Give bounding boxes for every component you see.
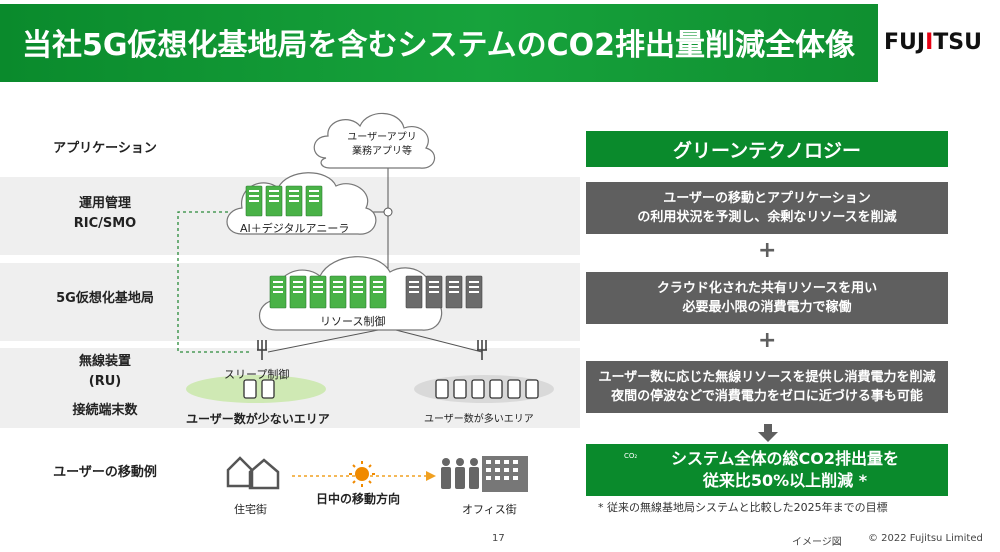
office-label: オフィス街 — [462, 503, 517, 516]
arrow-down-icon — [758, 424, 778, 442]
co2-icon-label: CO₂ — [624, 452, 638, 460]
office-workers-icon — [441, 458, 479, 489]
page-number: 17 — [492, 533, 505, 544]
plus-icon-2: + — [758, 328, 777, 353]
cloud-resource-label: リソース制御 — [320, 315, 386, 328]
plus-icon-1: + — [758, 238, 777, 263]
daytime-direction-label: 日中の移動方向 — [316, 492, 401, 506]
result-box: システム全体の総CO2排出量を従来比50%以上削減 * — [586, 444, 948, 496]
antenna-icon-right — [477, 340, 487, 360]
residential-label: 住宅街 — [234, 503, 267, 516]
box-prediction: ユーザーの移動とアプリケーションの利用状況を予測し、余剰なリソースを削減 — [586, 182, 948, 234]
title-bar: 当社5G仮想化基地局を含むシステムのCO2排出量削減全体像 — [0, 4, 878, 82]
row-label-operation: 運用管理 RIC/SMO — [73, 196, 137, 231]
phone-icons-many — [435, 379, 539, 399]
box-cloud-resource: クラウド化された共有リソースを用い必要最小限の消費電力で稼働 — [586, 272, 948, 324]
cloud-app-label: ユーザーアプリ 業務アプリ等 — [347, 132, 417, 157]
area-many-label: ユーザー数が多いエリア — [424, 414, 534, 425]
row-label-radio: 無線装置 (RU) — [78, 354, 131, 389]
cloud-app — [313, 112, 436, 169]
row-label-movement: ユーザーの移動例 — [53, 465, 157, 480]
green-tech-header: グリーンテクノロジー — [586, 131, 948, 167]
office-building-icon — [482, 456, 528, 492]
copyright: © 2022 Fujitsu Limited — [868, 533, 983, 544]
header: 当社5G仮想化基地局を含むシステムのCO2排出量削減全体像 FUJITSU — [0, 0, 1000, 82]
cloud-ai-label: AI＋デジタルアニーラ — [240, 222, 350, 235]
sun-icon — [349, 461, 375, 487]
antenna-icon-left — [257, 340, 267, 360]
resource-servers-idle — [405, 275, 483, 309]
page-title: 当社5G仮想化基地局を含むシステムのCO2排出量削減全体像 — [22, 28, 855, 63]
control-dotted-line — [177, 211, 250, 353]
ai-servers — [245, 185, 323, 217]
resource-servers-active — [269, 275, 387, 309]
row-label-vbase: 5G仮想化基地局 — [56, 291, 154, 306]
box-radio-resource: ユーザー数に応じた無線リソースを提供し消費電力を削減夜間の停波などで消費電力をゼ… — [586, 361, 948, 413]
movement-arrow-head — [426, 471, 436, 481]
house-icon — [226, 456, 280, 490]
phone-icons-few — [243, 379, 275, 399]
junction-dot — [383, 207, 393, 217]
fujitsu-logo: FUJITSU — [884, 30, 982, 55]
row-label-terminals: 接続端末数 — [72, 403, 138, 418]
sleep-control-label: スリープ制御 — [224, 368, 290, 381]
area-few-label: ユーザー数が少ないエリア — [186, 412, 330, 426]
row-label-application: アプリケーション — [53, 141, 157, 156]
footnote: * 従来の無線基地局システムと比較した2025年までの目標 — [598, 501, 888, 514]
image-note: イメージ図 — [792, 537, 842, 548]
